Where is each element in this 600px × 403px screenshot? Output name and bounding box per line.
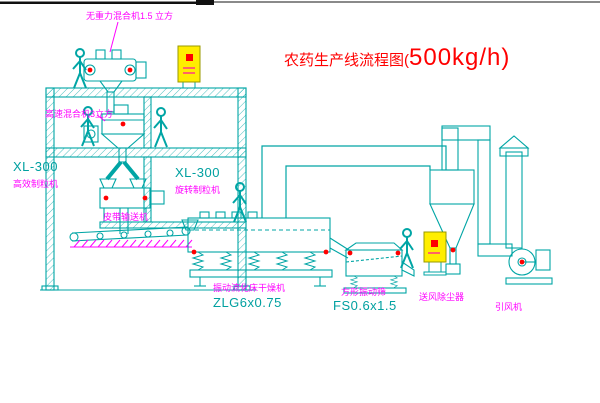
label-belt-conveyor: 皮带输送机 <box>103 212 149 222</box>
label-fan: 引风机 <box>495 302 523 312</box>
control-cabinet-top <box>177 45 201 88</box>
control-cabinet-right <box>423 231 447 276</box>
label-granulator-mid-model: XL-300 <box>175 165 220 180</box>
label-granulator-mid: 旋转制粒机 <box>175 185 221 195</box>
drawing-title-text: 农药生产线流程图( <box>284 52 409 69</box>
duct-system-drawing <box>261 145 447 218</box>
belt-conveyor-drawing <box>69 226 191 242</box>
drawing-title: 农药生产线流程图( 500kg/h) <box>284 44 510 72</box>
top-mixer-drawing <box>83 49 147 113</box>
vibrating-sieve-drawing <box>343 242 415 294</box>
label-sieve: 方形振动筛 <box>341 287 387 297</box>
granulator-drawing <box>99 178 165 234</box>
fluid-bed-dryer-drawing <box>181 211 353 287</box>
label-dust-collector: 送风除尘器 <box>419 292 465 302</box>
exhaust-stack-drawing <box>498 135 530 249</box>
label-sieve-model: FS0.6x1.5 <box>333 298 397 313</box>
person-figure <box>72 48 87 89</box>
label-dryer: 振动流化床干燥机 <box>213 283 286 293</box>
person-figure <box>153 107 168 148</box>
high-speed-mixer-drawing <box>83 104 146 181</box>
cyclone-separator-drawing <box>429 125 513 275</box>
conveyor-dimension-hatch <box>70 21 193 248</box>
drawing-title-capacity: 500kg/h) <box>409 44 511 71</box>
label-granulator-left: 高效制粒机 <box>13 179 59 189</box>
drawing-border <box>0 0 600 5</box>
label-high-speed-mixer: 高速混合机3立方 <box>45 109 114 119</box>
label-granulator-left-model: XL-300 <box>13 159 58 174</box>
red-marker-dots <box>87 67 525 265</box>
label-top-mixer: 无重力混合机1.5 立方 <box>86 11 174 21</box>
induced-draft-fan-drawing <box>505 248 553 285</box>
label-dryer-model: ZLG6x0.75 <box>213 295 282 310</box>
